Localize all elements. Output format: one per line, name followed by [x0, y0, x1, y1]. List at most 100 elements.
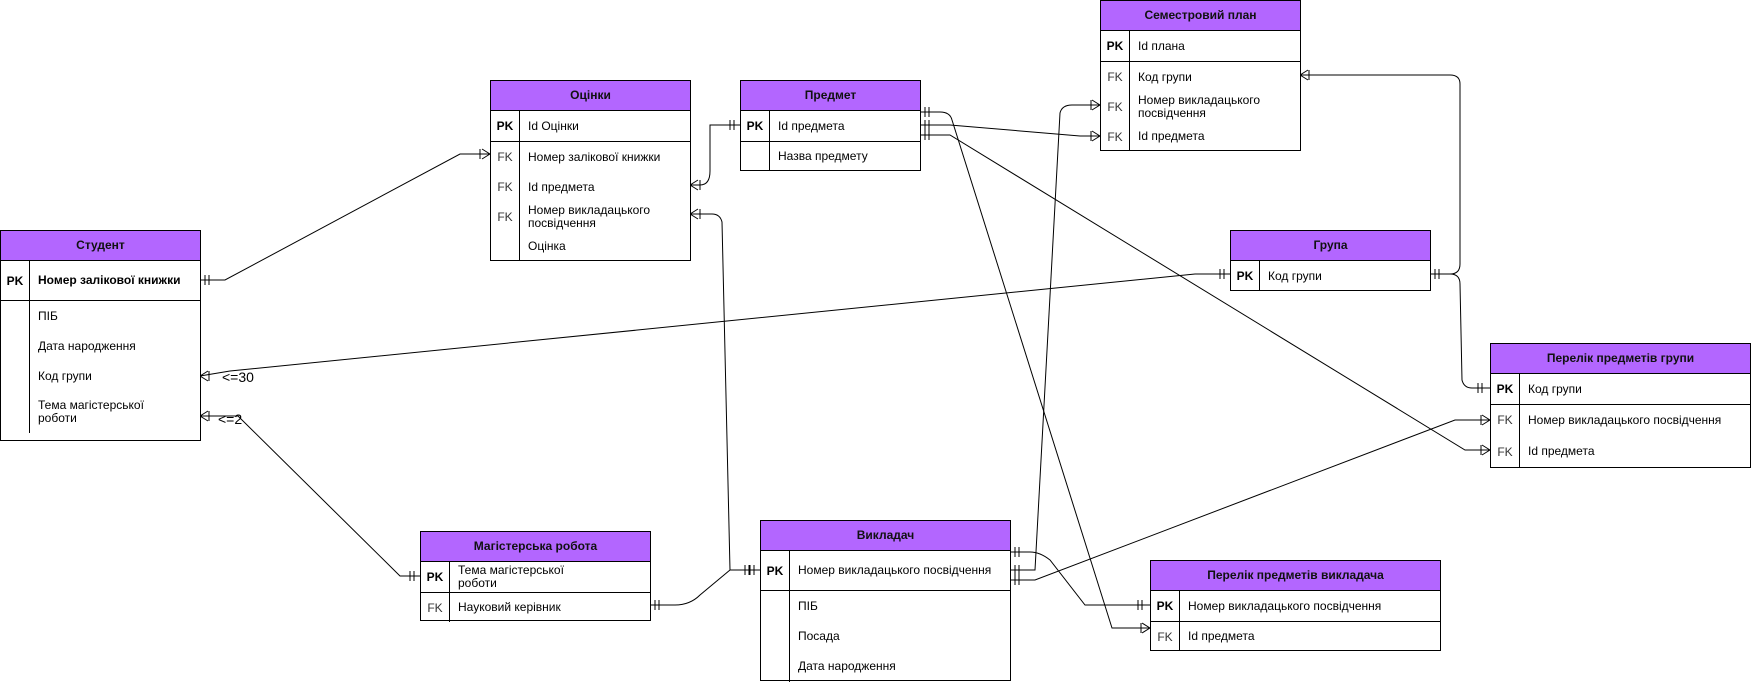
key-label: FK: [1101, 62, 1130, 92]
entity-teacher[interactable]: Викладач PK Номер викладацького посвідче…: [760, 520, 1011, 682]
key-label: FK: [1101, 122, 1130, 151]
field-row: Дата народження: [1, 331, 200, 361]
key-label: PK: [491, 111, 520, 141]
field-row: Дата народження: [761, 651, 1010, 682]
field-row: PK Номер залікової книжки: [1, 261, 200, 301]
rel-subject-plan: [920, 124, 1100, 137]
key-label: [1, 301, 30, 331]
field-name: Id предмета: [1528, 444, 1595, 458]
field-row: FK Номер залікової книжки: [491, 142, 690, 172]
key-label: [761, 621, 790, 651]
field-name: Номер викладацького посвідчення: [798, 563, 992, 577]
entity-title: Оцінки: [491, 81, 690, 111]
field-row: Оцінка: [491, 232, 690, 261]
field-row: FK Номер викладацького посвідчення: [1491, 405, 1750, 435]
field-name: Назва предмету: [778, 149, 868, 163]
field-row: PK Номер викладацького посвідчення: [761, 551, 1010, 591]
field-row: PK Код групи: [1491, 374, 1750, 405]
field-name: Тема магістерської роботи: [458, 563, 564, 590]
field-name: Тема магістерської роботи: [38, 398, 144, 425]
entity-title: Предмет: [741, 81, 920, 111]
field-row: Код групи: [1, 361, 200, 391]
field-name: Id предмета: [778, 118, 845, 133]
rel-teacher-grades: [690, 213, 760, 571]
field-row: PK Номер викладацького посвідчення: [1151, 591, 1440, 622]
field-name: Номер залікової книжки: [38, 273, 181, 287]
field-row: FK Id предмета: [1101, 122, 1300, 151]
field-row: PK Id Оцінки: [491, 111, 690, 142]
rel-subject-teachersubjects: [920, 111, 1150, 629]
field-row: FK Id предмета: [1491, 435, 1750, 468]
entity-grades[interactable]: Оцінки PK Id Оцінки FK Номер залікової к…: [490, 80, 691, 261]
rel-group-plan: [1300, 74, 1461, 275]
field-name: Код групи: [38, 368, 92, 383]
field-row: FK Номер викладацького посвідчення: [491, 202, 690, 232]
field-name: Номер залікової книжки: [528, 149, 661, 164]
rel-teacher-plan: [1010, 104, 1100, 571]
key-label: PK: [1101, 31, 1130, 61]
key-label: PK: [1151, 591, 1180, 621]
key-label: [761, 651, 790, 682]
rel-student-thesis: [200, 415, 420, 577]
field-name: Номер викладацького посвідчення: [528, 203, 651, 230]
entity-title: Викладач: [761, 521, 1010, 551]
field-name: Id предмета: [528, 179, 595, 194]
cardinality-thesis-limit: <=2: [218, 411, 243, 427]
entity-title: Перелік предметів викладача: [1151, 561, 1440, 591]
entity-student[interactable]: Студент PK Номер залікової книжки ПІБ Да…: [0, 230, 201, 441]
field-row: PK Id предмета: [741, 111, 920, 142]
entity-group[interactable]: Група PK Код групи: [1230, 230, 1431, 291]
field-row: FK Номер викладацького посвідчення: [1101, 92, 1300, 122]
key-label: FK: [1491, 405, 1520, 435]
entity-title: Студент: [1, 231, 200, 261]
field-name: Дата народження: [38, 338, 136, 353]
entity-group-subjects[interactable]: Перелік предметів групи PK Код групи FK …: [1490, 343, 1751, 468]
entity-subject[interactable]: Предмет PK Id предмета Назва предмету: [740, 80, 921, 171]
entity-semester-plan[interactable]: Семестровий план PK Id плана FK Код груп…: [1100, 0, 1301, 151]
field-row: FK Код групи: [1101, 62, 1300, 92]
field-row: Посада: [761, 621, 1010, 651]
rel-teacher-groupsubjects: [1010, 419, 1490, 581]
key-label: [1, 331, 30, 361]
key-label: [1, 391, 30, 433]
key-label: FK: [1151, 622, 1180, 651]
entity-master-thesis[interactable]: Магістерська робота PK Тема магістерсько…: [420, 531, 651, 622]
cardinality-group-limit: <=30: [222, 369, 254, 385]
entity-title: Магістерська робота: [421, 532, 650, 562]
field-name: Номер викладацького посвідчення: [1528, 412, 1722, 427]
field-row: PK Код групи: [1231, 261, 1430, 291]
field-name: Номер викладацького посвідчення: [1188, 598, 1382, 613]
field-row: ПІБ: [761, 591, 1010, 621]
key-label: FK: [1101, 92, 1130, 122]
field-name: Номер викладацького посвідчення: [1138, 93, 1261, 120]
key-label: FK: [491, 202, 520, 232]
rel-teacher-teachersubjects: [1010, 551, 1150, 606]
key-label: FK: [1491, 435, 1520, 468]
entity-title: Група: [1231, 231, 1430, 261]
rel-group-groupsubjects: [1430, 273, 1490, 389]
key-label: PK: [1231, 261, 1260, 291]
field-name: Id предмета: [1188, 629, 1255, 643]
key-label: PK: [761, 551, 790, 590]
field-row: Назва предмету: [741, 142, 920, 171]
key-label: PK: [1, 261, 30, 300]
rel-group-student: [199, 273, 1230, 377]
field-name: Id плана: [1138, 38, 1185, 53]
field-name: Дата народження: [798, 659, 896, 673]
key-label: [761, 591, 790, 621]
entity-title: Семестровий план: [1101, 1, 1300, 31]
key-label: FK: [421, 593, 450, 622]
entity-teacher-subjects[interactable]: Перелік предметів викладача PK Номер вик…: [1150, 560, 1441, 651]
field-name: Код групи: [1138, 69, 1192, 84]
field-name: ПІБ: [38, 308, 58, 323]
key-label: [741, 142, 770, 171]
field-row: FK Науковий керівник: [421, 593, 650, 622]
key-label: FK: [491, 172, 520, 202]
key-label: PK: [741, 111, 770, 141]
field-name: Id Оцінки: [528, 118, 579, 133]
key-label: PK: [1491, 374, 1520, 404]
rel-subject-groupsubjects: [920, 134, 1490, 451]
rel-subject-grades: [690, 124, 740, 186]
rel-thesis-teacher: [650, 569, 760, 606]
field-row: FK Id предмета: [491, 172, 690, 202]
